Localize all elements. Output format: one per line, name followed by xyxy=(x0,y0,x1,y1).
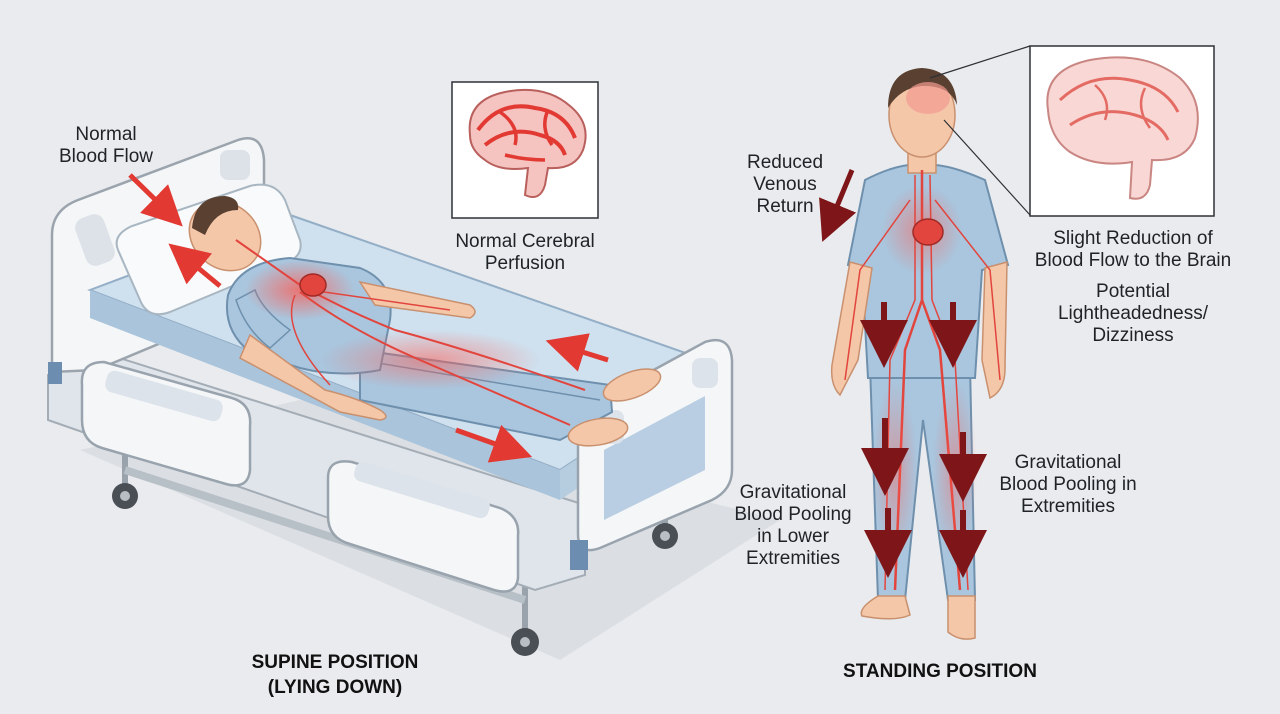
supine-position-title: SUPINE POSITION (LYING DOWN) xyxy=(251,652,419,698)
label-slight-reduction-brain-flow: Slight Reduction of Blood Flow to the Br… xyxy=(1034,228,1232,271)
reduced-brain-inset xyxy=(929,45,1215,217)
label-normal-cerebral-perfusion: Normal Cerebral Perfusion xyxy=(455,231,595,274)
label-pooling-lower-extremities: Gravitational Blood Pooling in Lower Ext… xyxy=(734,482,852,569)
label-pooling-extremities: Gravitational Blood Pooling in Extremiti… xyxy=(999,452,1137,517)
supine-flow-arrows xyxy=(128,173,609,463)
label-normal-blood-flow: Normal Blood Flow xyxy=(59,124,153,167)
label-reduced-venous-return: Reduced Venous Return xyxy=(746,152,824,217)
normal-brain-inset xyxy=(451,81,599,219)
patient-lying xyxy=(188,196,662,447)
standing-flow-arrows xyxy=(819,169,987,578)
standing-position-title: STANDING POSITION xyxy=(843,661,1037,682)
label-lightheadedness: Potential Lightheadedness/ Dizziness xyxy=(1057,281,1208,346)
